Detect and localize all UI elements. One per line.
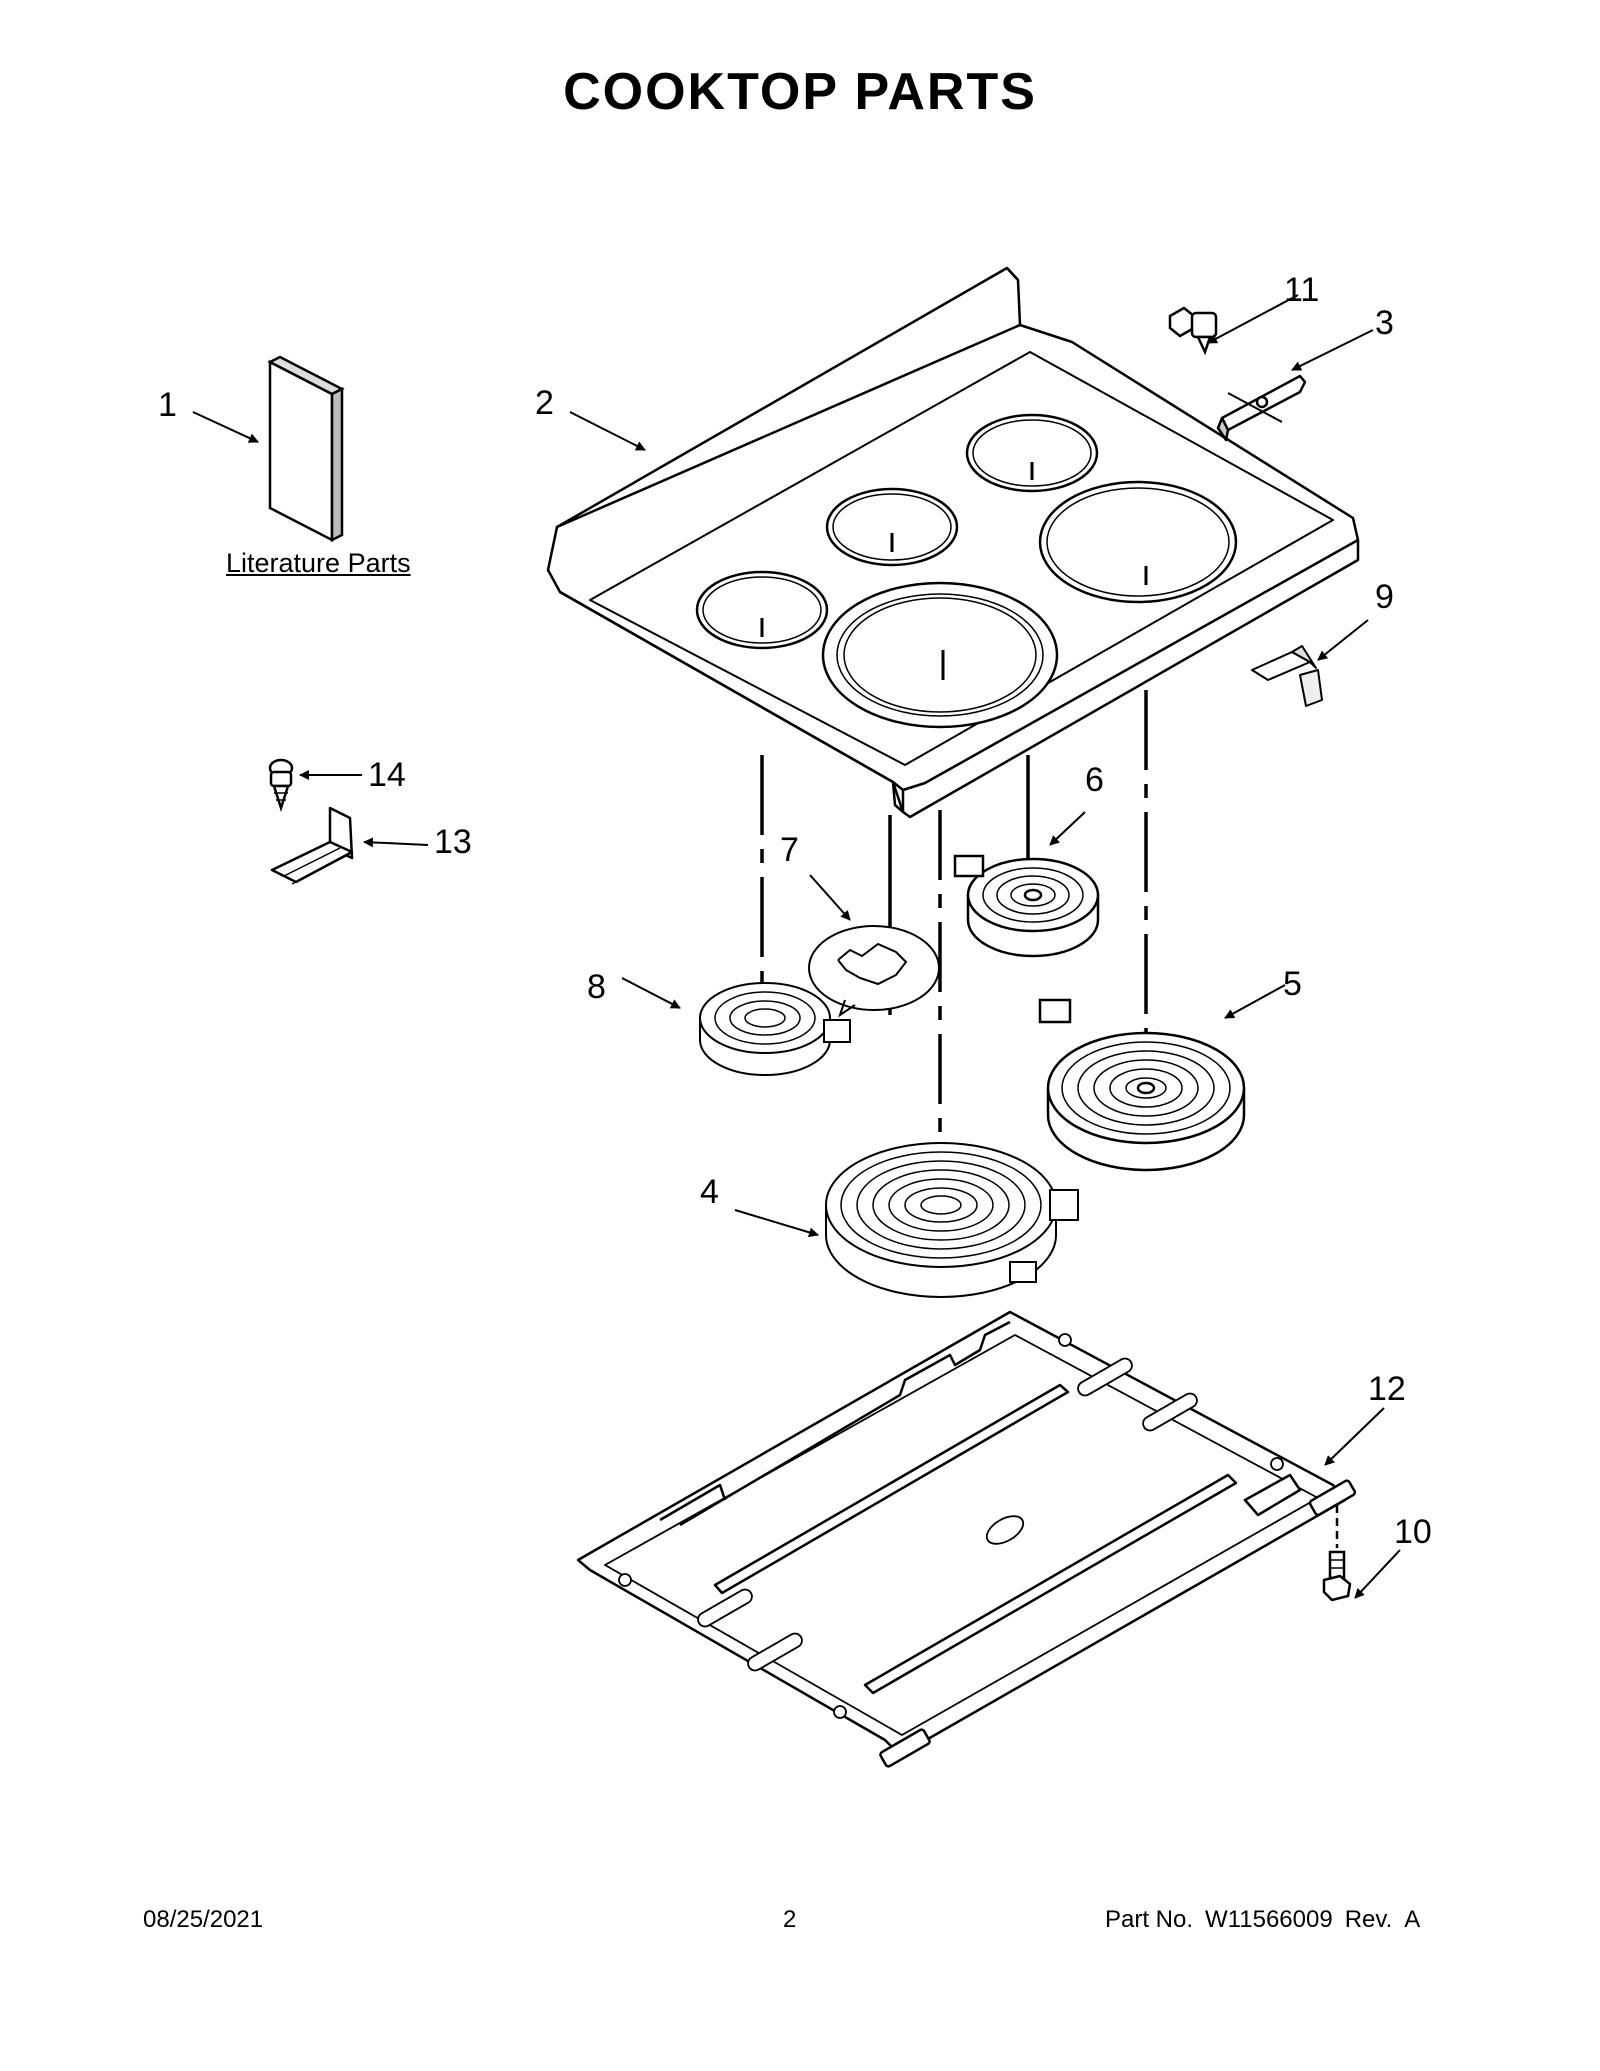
callout-13: 13: [434, 823, 472, 861]
heating-element-8-icon: [699, 982, 851, 1076]
screw-10-icon: [1322, 1505, 1352, 1602]
callout-3: 3: [1375, 304, 1394, 342]
heating-element-4-icon: [825, 1142, 1079, 1298]
literature-booklet-icon: [267, 355, 345, 543]
rev-value: A: [1404, 1906, 1421, 1933]
heating-element-5-icon: [1038, 998, 1246, 1172]
clip-9-icon: [1251, 645, 1323, 707]
footer-part-number: Part No. W11566009 Rev. A: [1105, 1906, 1432, 1934]
cooktop-main-top: [546, 266, 1360, 819]
literature-parts-label: Literature Parts: [226, 548, 411, 578]
callout-1: 1: [158, 386, 177, 424]
callout-7: 7: [780, 831, 799, 869]
footer-date: 08/25/2021: [143, 1906, 264, 1933]
callout-9: 9: [1375, 578, 1394, 616]
part-no-label: Part No.: [1105, 1906, 1194, 1933]
screw-11-icon: [1168, 306, 1218, 356]
screw-14-icon: [268, 758, 294, 813]
limiter-disk-7-icon: [808, 925, 940, 1018]
page-title: COOKTOP PARTS: [563, 63, 1037, 121]
callout-14: 14: [368, 756, 406, 794]
burner-support-frame-icon: [576, 1310, 1357, 1768]
callout-4: 4: [700, 1173, 719, 1211]
heating-element-6-icon: [953, 854, 1100, 958]
callout-5: 5: [1283, 965, 1302, 1003]
callout-11: 11: [1284, 271, 1320, 309]
callout-arrows: [192, 294, 1401, 1599]
callout-10: 10: [1394, 1513, 1432, 1551]
part-no-value: W11566009: [1205, 1906, 1333, 1933]
callout-8: 8: [587, 968, 606, 1006]
footer-page-number: 2: [783, 1906, 797, 1933]
callout-2: 2: [535, 384, 554, 422]
rev-label: Rev.: [1344, 1906, 1393, 1933]
bracket-13-icon: [270, 806, 354, 885]
callout-12: 12: [1368, 1370, 1406, 1408]
callout-6: 6: [1085, 761, 1104, 799]
bracket-part-icon: [1216, 374, 1307, 442]
